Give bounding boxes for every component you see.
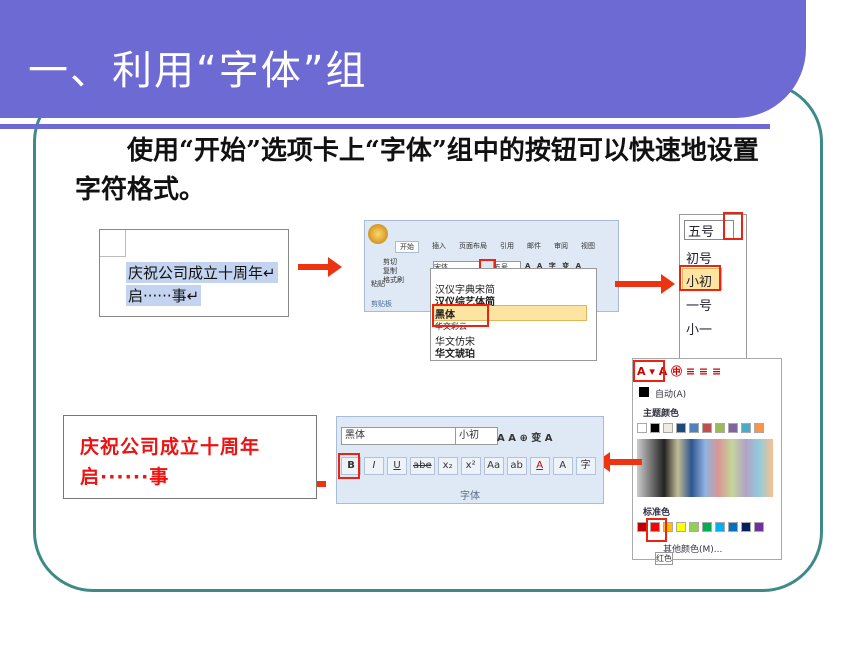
color-swatch[interactable] (702, 522, 712, 532)
more-colors-link[interactable]: 其他颜色(M)... (663, 545, 723, 555)
color-swatch[interactable] (715, 522, 725, 532)
font-selected-highlight (432, 304, 489, 327)
office-button-icon[interactable] (368, 224, 388, 244)
arrow-left-icon (596, 452, 642, 472)
italic-button[interactable]: I (364, 457, 384, 475)
char-shading-button[interactable]: A (552, 457, 573, 475)
color-swatch[interactable] (676, 423, 686, 433)
bold-highlight (338, 453, 360, 479)
size-item-selected[interactable]: 小初 (686, 275, 713, 290)
enclose-char-button[interactable]: 字 (575, 457, 596, 475)
tab-mailings[interactable]: 邮件 (527, 242, 541, 250)
title-bar: 一、利用“字体”组 (0, 0, 806, 118)
slide-title: 一、利用“字体”组 (28, 48, 368, 94)
font-item[interactable]: 汉仪综艺体简 (435, 297, 495, 308)
size-item[interactable]: 一号 (686, 299, 713, 314)
standard-colors-label: 标准色 (643, 508, 671, 518)
color-swatch[interactable] (663, 423, 673, 433)
auto-color-label[interactable]: 自动(A) (655, 390, 687, 400)
color-swatch[interactable] (689, 423, 699, 433)
color-swatch[interactable] (741, 522, 751, 532)
doc-line-2: 启······事↵ (126, 285, 202, 306)
red-color-highlight (646, 518, 667, 542)
font-size-box[interactable]: 小初 (455, 427, 498, 445)
size-dropdown-highlight (723, 212, 743, 240)
font-group: 黑体 小初 A A ⊕ 变 A B I U abe x₂ x² Aa ab A … (336, 416, 604, 504)
doc-line-1: 庆祝公司成立十周年↵ (126, 262, 278, 283)
auto-color-swatch[interactable] (639, 387, 649, 397)
grow-shrink-icons[interactable]: A A 字 变 A (525, 262, 584, 270)
color-swatch[interactable] (689, 522, 699, 532)
size-item[interactable]: 初号 (686, 252, 713, 267)
tab-references[interactable]: 引用 (500, 242, 514, 250)
document-after: 庆祝公司成立十周年 启······事 (63, 415, 317, 499)
cut-button[interactable]: 剪切 (383, 258, 397, 266)
font-item[interactable]: 汉仪字典宋简 (435, 285, 495, 296)
subscript-button[interactable]: x₂ (437, 457, 458, 475)
format-painter-button[interactable]: 格式刷 (383, 276, 404, 284)
paste-button[interactable]: 粘贴 (371, 280, 385, 288)
font-color-button-icon[interactable]: A ▾ A ㊥ ≡ ≡ ≡ (637, 365, 722, 378)
strikethrough-button[interactable]: abe (410, 457, 435, 475)
margin-mark (100, 256, 126, 257)
slide-paragraph: 使用“开始”选项卡上“字体”组中的按钮可以快速地设置字符格式。 (75, 136, 759, 205)
font-item-selected[interactable]: 黑体 (435, 310, 455, 321)
theme-shades[interactable] (637, 439, 773, 497)
color-swatch[interactable] (637, 423, 647, 433)
font-list: 汉仪字典宋简 汉仪综艺体简 黑体 华文彩云 华文仿宋 华文琥珀 (430, 268, 597, 361)
arrow-right-icon (615, 274, 675, 294)
color-swatch[interactable] (650, 522, 660, 532)
title-underline (0, 124, 770, 129)
highlight-button[interactable]: ab (506, 457, 527, 475)
size-selected-highlight (679, 265, 721, 291)
color-swatch[interactable] (754, 522, 764, 532)
font-size-current[interactable]: 五号 (684, 220, 734, 240)
ribbon-tabs: 开始 插入 页面布局 引用 邮件 审阅 视图 (395, 241, 595, 253)
font-name-box[interactable]: 黑体 (341, 427, 456, 445)
copy-button[interactable]: 复制 (383, 267, 397, 275)
font-item[interactable]: 华文琥珀 (435, 349, 475, 360)
tab-view[interactable]: 视图 (581, 242, 595, 250)
color-swatch[interactable] (650, 423, 660, 433)
tab-review[interactable]: 审阅 (554, 242, 568, 250)
color-swatch[interactable] (676, 522, 686, 532)
underline-button[interactable]: U (387, 457, 407, 475)
clipboard-group-label: 剪贴板 (371, 300, 392, 308)
theme-color-row (637, 423, 764, 433)
superscript-button[interactable]: x² (460, 457, 481, 475)
color-tooltip: 红色 (655, 552, 673, 565)
font-item[interactable]: 华文仿宋 (435, 337, 475, 348)
change-case-button[interactable]: Aa (483, 457, 504, 475)
clipboard-actions: 剪切 复制 格式刷 (383, 258, 404, 285)
arrow-right-icon (298, 257, 342, 277)
tab-layout[interactable]: 页面布局 (459, 242, 487, 250)
font-group-label: 字体 (460, 491, 480, 502)
font-color-panel: A ▾ A ㊥ ≡ ≡ ≡ 自动(A) 主题颜色 标准色 其他颜色(M)... … (632, 358, 782, 565)
color-swatch[interactable] (728, 423, 738, 433)
doc-line-1: 庆祝公司成立十周年 (80, 436, 261, 458)
color-swatch[interactable] (715, 423, 725, 433)
tab-home[interactable]: 开始 (395, 241, 419, 253)
bold-button[interactable]: B (341, 457, 361, 475)
size-item[interactable]: 小一 (686, 323, 713, 338)
color-swatch[interactable] (702, 423, 712, 433)
grow-shrink-icons[interactable]: A A ⊕ 变 A (497, 433, 553, 444)
color-swatch[interactable] (663, 522, 673, 532)
font-color-highlight (633, 360, 665, 382)
document-before: 庆祝公司成立十周年↵ 启······事↵ (99, 229, 289, 317)
color-swatch[interactable] (728, 522, 738, 532)
format-buttons: B I U abe x₂ x² Aa ab A A 字 (341, 457, 596, 475)
font-color-button[interactable]: A (529, 457, 550, 475)
margin-mark (125, 230, 126, 257)
doc-line-2: 启······事 (80, 466, 170, 488)
theme-colors-label: 主题颜色 (643, 409, 680, 419)
color-swatch[interactable] (754, 423, 764, 433)
color-swatch[interactable] (741, 423, 751, 433)
tab-insert[interactable]: 插入 (432, 242, 446, 250)
